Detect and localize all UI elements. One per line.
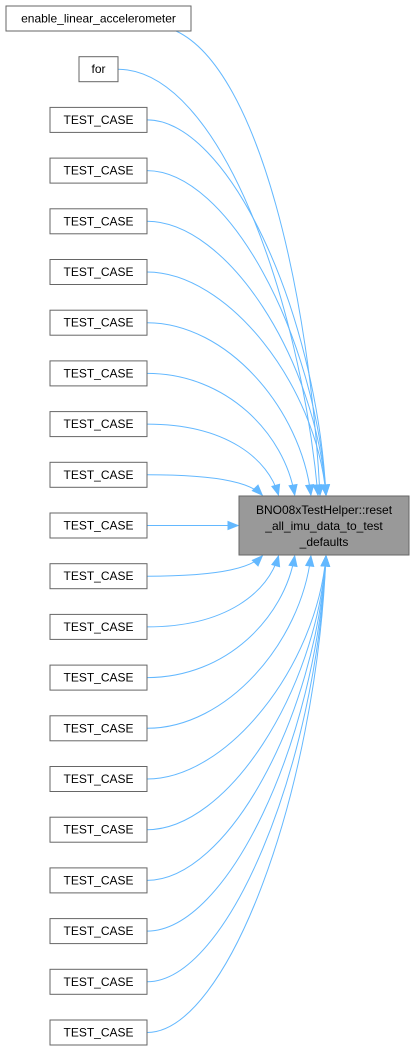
arrowhead-11 [251, 555, 264, 567]
caller-label-19: TEST_CASE [63, 975, 133, 989]
call-edge-3 [146, 170, 327, 496]
caller-node-1[interactable]: for [78, 56, 119, 83]
arrowhead-20 [320, 554, 331, 567]
call-edge-19 [146, 555, 327, 983]
target-function-node[interactable]: BNO08xTestHelper::reset _all_imu_data_to… [238, 495, 410, 556]
caller-label-4: TEST_CASE [63, 214, 133, 228]
call-edge-20 [146, 555, 327, 1033]
caller-node-6[interactable]: TEST_CASE [49, 309, 148, 336]
caller-label-13: TEST_CASE [63, 671, 133, 685]
caller-node-12[interactable]: TEST_CASE [49, 613, 148, 640]
caller-node-4[interactable]: TEST_CASE [49, 208, 148, 235]
call-edge-13 [146, 555, 296, 679]
caller-node-10[interactable]: TEST_CASE [49, 512, 148, 539]
caller-node-9[interactable]: TEST_CASE [49, 461, 148, 488]
call-edge-17 [146, 555, 327, 881]
call-nodes: TEST_CASE TEST_CASE TEST_CASE TEST_CASE TEST… [5, 5, 410, 1046]
call-edge-0 [175, 30, 321, 496]
caller-node-14[interactable]: TEST_CASE [49, 715, 148, 742]
caller-node-7[interactable]: TEST_CASE [49, 360, 148, 387]
arrowhead-5 [320, 484, 330, 497]
call-edge-9 [146, 474, 263, 496]
caller-label-0: enable_linear_accelerometer [21, 12, 176, 26]
call-edge-8 [146, 423, 279, 496]
target-line-2: _all_imu_data_to_test [264, 519, 383, 533]
arrowhead-1 [312, 484, 322, 497]
caller-node-5[interactable]: TEST_CASE [49, 259, 148, 285]
caller-node-11[interactable]: TEST_CASE [49, 563, 148, 590]
caller-label-10: TEST_CASE [63, 519, 133, 533]
caller-label-15: TEST_CASE [63, 772, 133, 786]
caller-label-1: for [91, 62, 105, 76]
call-edge-11 [146, 555, 263, 577]
arrowhead-10 [227, 520, 240, 531]
caller-node-8[interactable]: TEST_CASE [49, 411, 148, 438]
call-edge-5 [146, 271, 327, 496]
caller-label-2: TEST_CASE [63, 113, 133, 127]
caller-label-9: TEST_CASE [63, 468, 133, 482]
arrowhead-12 [271, 554, 281, 568]
target-line-1: BNO08xTestHelper::reset [256, 503, 393, 517]
caller-label-18: TEST_CASE [63, 924, 133, 938]
caller-node-13[interactable]: TEST_CASE [49, 664, 148, 691]
caller-label-8: TEST_CASE [63, 417, 133, 431]
call-edges [117, 30, 331, 1033]
call-edge-2 [146, 119, 327, 496]
call-edge-15 [146, 555, 327, 780]
caller-node-16[interactable]: TEST_CASE [49, 816, 148, 843]
call-edge-6 [146, 322, 312, 496]
call-edge-7 [146, 372, 296, 496]
caller-node-0[interactable]: enable_linear_accelerometer [5, 5, 192, 32]
call-edge-16 [146, 555, 327, 831]
caller-node-19[interactable]: TEST_CASE [49, 968, 148, 995]
arrowhead-8 [271, 483, 281, 497]
target-line-3: _defaults [299, 535, 349, 549]
call-edge-18 [146, 555, 327, 932]
arrowhead-9 [251, 484, 264, 496]
caller-node-17[interactable]: TEST_CASE [49, 867, 148, 894]
caller-label-5: TEST_CASE [63, 265, 133, 279]
caller-label-14: TEST_CASE [63, 721, 133, 735]
arrowhead-13 [288, 554, 298, 568]
call-edge-14 [146, 555, 312, 729]
call-edge-12 [146, 555, 279, 628]
caller-node-20[interactable]: TEST_CASE [49, 1019, 148, 1046]
caller-node-15[interactable]: TEST_CASE [49, 766, 148, 792]
caller-label-20: TEST_CASE [63, 1026, 133, 1040]
arrowhead-14 [304, 554, 315, 567]
caller-node-18[interactable]: TEST_CASE [49, 918, 148, 945]
call-edge-1 [117, 68, 319, 496]
arrowhead-6 [304, 484, 315, 497]
call-edge-4 [146, 220, 327, 496]
caller-label-16: TEST_CASE [63, 823, 133, 837]
caller-label-7: TEST_CASE [63, 366, 133, 380]
caller-label-6: TEST_CASE [63, 316, 133, 330]
caller-node-2[interactable]: TEST_CASE [49, 106, 148, 133]
caller-label-17: TEST_CASE [63, 873, 133, 887]
arrowhead-7 [288, 483, 298, 497]
caller-label-12: TEST_CASE [63, 620, 133, 634]
caller-node-3[interactable]: TEST_CASE [49, 157, 148, 184]
caller-label-11: TEST_CASE [63, 569, 133, 583]
caller-label-3: TEST_CASE [63, 164, 133, 178]
